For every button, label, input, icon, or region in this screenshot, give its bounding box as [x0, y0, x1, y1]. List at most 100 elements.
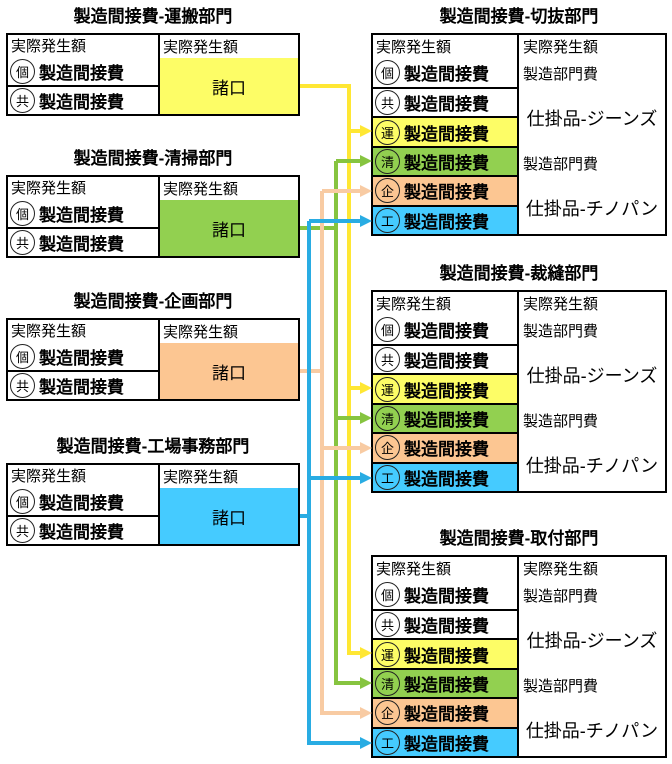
row-label: 製造間接費 — [404, 95, 489, 115]
badge-koujou: 工 — [375, 207, 400, 233]
row-label: 製造間接費 — [39, 235, 124, 255]
debit-row-individual: 個 製造間接費 — [373, 579, 517, 609]
badge-unpan: 運 — [375, 641, 400, 667]
debit-row-koujou: 工 製造間接費 — [373, 204, 517, 234]
sundries-label: 諸口 — [212, 508, 246, 528]
credit-dept-cost-2: 製造部門費 — [523, 412, 599, 430]
debit-row-common: 共 製造間接費 — [373, 86, 517, 117]
row-label: 製造間接費 — [404, 321, 489, 341]
row-label: 製造間接費 — [404, 734, 489, 754]
debit-row-koujou: 工 製造間接費 — [373, 461, 517, 491]
badge-kikaku: 企 — [375, 435, 400, 461]
credit-column: 実際発生額 製造部門費 仕掛品-ジーンズ 製造部門費 仕掛品-チノパン — [519, 35, 665, 234]
debit-row-kikaku: 企 製造間接費 — [373, 175, 517, 205]
badge-seisou: 清 — [375, 148, 400, 174]
credit-column: 実際発生額 製造部門費 仕掛品-ジーンズ 製造部門費 仕掛品-チノパン — [519, 292, 665, 491]
badge-individual: 個 — [375, 316, 400, 342]
debit-header: 実際発生額 — [11, 38, 87, 56]
row-label: 製造間接費 — [404, 64, 489, 84]
debit-row-common: 共 製造間接費 — [8, 227, 158, 256]
credit-header: 実際発生額 — [163, 181, 239, 198]
credit-header: 実際発生額 — [163, 324, 239, 341]
sundries-label: 諸口 — [212, 363, 246, 383]
t-account-box: 実際発生額 個 製造間接費 共 製造間接費 実際発生額 諸口 — [6, 175, 300, 258]
badge-individual: 個 — [10, 488, 35, 514]
account-title: 製造間接費-取付部門 — [439, 529, 599, 548]
row-label: 製造間接費 — [39, 93, 124, 113]
credit-column: 実際発生額 諸口 — [160, 465, 298, 544]
debit-column: 実際発生額 個 製造間接費 共 製造間接費 — [8, 465, 160, 544]
credit-dept-cost-1: 製造部門費 — [523, 65, 599, 83]
credit-wip-jeans: 仕掛品-ジーンズ — [526, 109, 658, 129]
credit-wip-jeans: 仕掛品-ジーンズ — [526, 631, 658, 651]
badge-seisou: 清 — [375, 405, 400, 431]
badge-common: 共 — [10, 518, 35, 544]
credit-column: 実際発生額 諸口 — [160, 35, 298, 114]
account-saihou-dept: 製造間接費-裁縫部門 実際発生額 個 製造間接費 共 製造間接費 運 製造間接費… — [371, 263, 667, 493]
account-koujoujimu-dept: 製造間接費-工場事務部門 実際発生額 個 製造間接費 共 製造間接費 実際発生額… — [6, 436, 300, 546]
debit-header: 実際発生額 — [11, 180, 87, 198]
badge-common: 共 — [10, 230, 35, 256]
row-label: 製造間接費 — [404, 183, 489, 203]
row-label: 製造間接費 — [404, 440, 489, 460]
debit-column: 実際発生額 個 製造間接費 共 製造間接費 運 製造間接費 清 製造間接費 — [373, 557, 519, 756]
t-account-box: 実際発生額 個 製造間接費 共 製造間接費 運 製造間接費 清 製造間接費 — [371, 33, 667, 236]
badge-common: 共 — [10, 88, 35, 114]
debit-row-individual: 個 製造間接費 — [8, 199, 158, 228]
credit-entry-sundries: 諸口 — [160, 200, 298, 256]
account-title: 製造間接費-切抜部門 — [439, 7, 599, 26]
debit-column: 実際発生額 個 製造間接費 共 製造間接費 — [8, 320, 160, 399]
badge-individual: 個 — [10, 343, 35, 369]
t-account-box: 実際発生額 個 製造間接費 共 製造間接費 実際発生額 諸口 — [6, 33, 300, 116]
debit-row-seisou: 清 製造間接費 — [373, 667, 517, 698]
debit-header: 実際発生額 — [376, 560, 452, 578]
account-kirinuki-dept: 製造間接費-切抜部門 実際発生額 個 製造間接費 共 製造間接費 運 製造間接費… — [371, 6, 667, 236]
badge-common: 共 — [375, 612, 400, 638]
credit-column: 実際発生額 製造部門費 仕掛品-ジーンズ 製造部門費 仕掛品-チノパン — [519, 557, 665, 756]
row-label: 製造間接費 — [404, 124, 489, 144]
credit-wip-chinos: 仕掛品-チノパン — [525, 721, 659, 741]
badge-individual: 個 — [10, 200, 35, 226]
debit-row-individual: 個 製造間接費 — [8, 342, 158, 371]
debit-column: 実際発生額 個 製造間接費 共 製造間接費 運 製造間接費 清 製造間接費 — [373, 292, 519, 491]
badge-common: 共 — [375, 347, 400, 373]
account-toritsuke-dept: 製造間接費-取付部門 実際発生額 個 製造間接費 共 製造間接費 運 製造間接費… — [371, 528, 667, 758]
credit-header: 実際発生額 — [523, 39, 599, 56]
sundries-label: 諸口 — [212, 220, 246, 240]
debit-row-koujou: 工 製造間接費 — [373, 726, 517, 756]
account-title: 製造間接費-企画部門 — [73, 292, 233, 311]
row-label: 製造間接費 — [404, 410, 489, 430]
badge-individual: 個 — [375, 59, 400, 85]
row-label: 製造間接費 — [404, 646, 489, 666]
credit-entry-sundries: 諸口 — [160, 488, 298, 544]
credit-dept-cost-1: 製造部門費 — [523, 322, 599, 340]
account-kikaku-dept: 製造間接費-企画部門 実際発生額 個 製造間接費 共 製造間接費 実際発生額 諸… — [6, 291, 300, 401]
t-account-box: 実際発生額 個 製造間接費 共 製造間接費 運 製造間接費 清 製造間接費 — [371, 555, 667, 758]
debit-row-unpan: 運 製造間接費 — [373, 638, 517, 668]
flow-kikaku-arrows — [300, 185, 372, 719]
t-account-box: 実際発生額 個 製造間接費 共 製造間接費 運 製造間接費 清 製造間接費 — [371, 290, 667, 493]
row-label: 製造間接費 — [39, 63, 124, 83]
badge-individual: 個 — [10, 58, 35, 84]
badge-individual: 個 — [375, 581, 400, 607]
account-title: 製造間接費-裁縫部門 — [439, 264, 599, 283]
credit-header: 実際発生額 — [523, 561, 599, 578]
debit-column: 実際発生額 個 製造間接費 共 製造間接費 — [8, 177, 160, 256]
debit-header: 実際発生額 — [376, 38, 452, 56]
badge-koujou: 工 — [375, 464, 400, 490]
badge-kikaku: 企 — [375, 178, 400, 204]
row-label: 製造間接費 — [404, 381, 489, 401]
credit-dept-cost-2: 製造部門費 — [523, 155, 599, 173]
row-label: 製造間接費 — [404, 586, 489, 606]
badge-unpan: 運 — [375, 376, 400, 402]
debit-row-individual: 個 製造間接費 — [8, 57, 158, 86]
debit-row-seisou: 清 製造間接費 — [373, 402, 517, 433]
debit-row-unpan: 運 製造間接費 — [373, 373, 517, 403]
credit-wip-chinos: 仕掛品-チノパン — [525, 199, 659, 219]
credit-column: 実際発生額 諸口 — [160, 320, 298, 399]
row-label: 製造間接費 — [39, 378, 124, 398]
debit-row-individual: 個 製造間接費 — [8, 487, 158, 516]
t-account-box: 実際発生額 個 製造間接費 共 製造間接費 実際発生額 諸口 — [6, 463, 300, 546]
debit-row-common: 共 製造間接費 — [8, 85, 158, 114]
